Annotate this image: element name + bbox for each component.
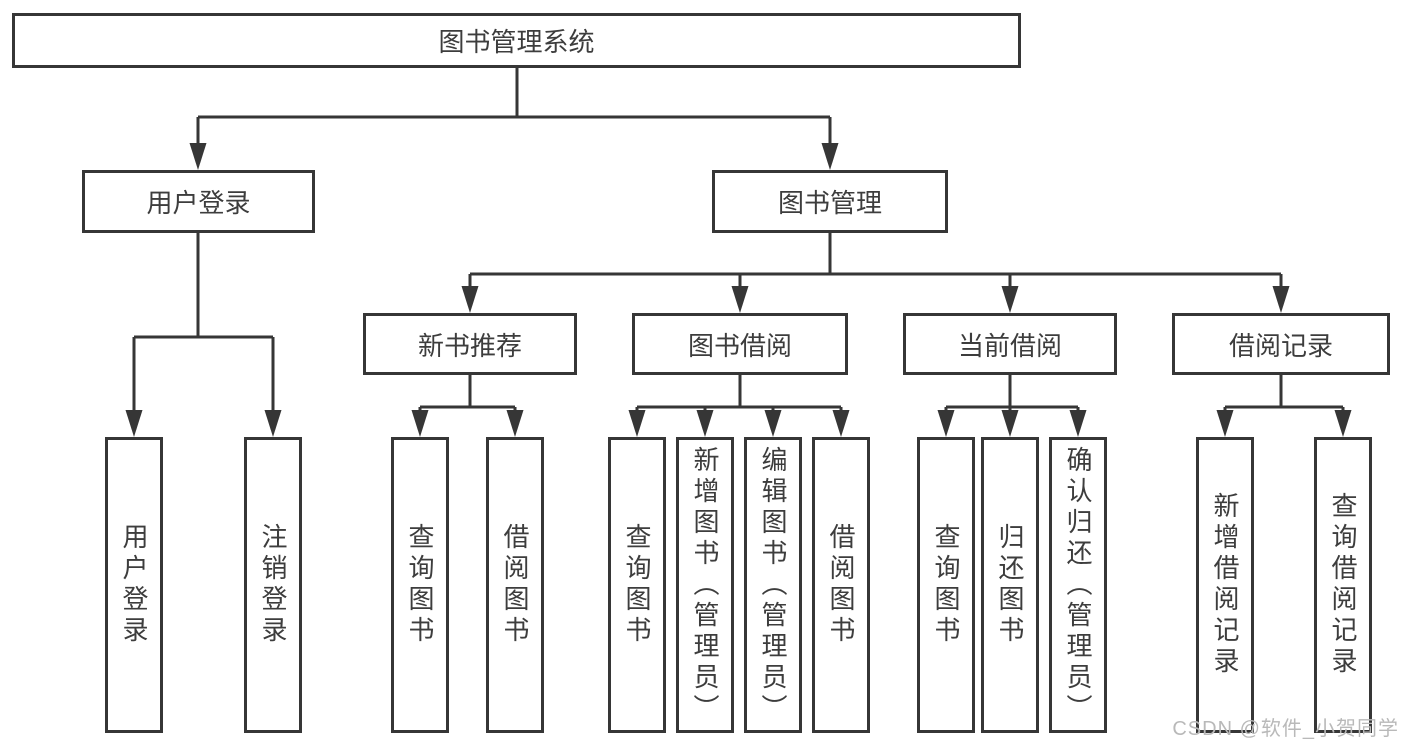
arrowhead-book-borrow bbox=[731, 286, 749, 313]
leaf-br-add-record: 新增借阅记录 bbox=[1196, 437, 1254, 733]
node-user-login-label: 用户登录 bbox=[146, 188, 251, 218]
leaf-nbr-query-books: 查询图书 bbox=[391, 437, 449, 733]
arrowhead-leaf-user-login bbox=[125, 410, 143, 437]
node-new-book-recommend-label: 新书推荐 bbox=[417, 330, 522, 361]
leaf-cb-confirm-return-admin-label: 确认归还（管理员） bbox=[1063, 445, 1093, 725]
leaf-user-login-label: 用户登录 bbox=[119, 523, 149, 647]
csdn-watermark: CSDN @软件_小贺同学 bbox=[1172, 718, 1399, 740]
node-borrow-records-label: 借阅记录 bbox=[1228, 330, 1333, 361]
edge-book-borrow-to-leaves bbox=[635, 375, 843, 412]
arrowhead-br-add-record bbox=[1216, 410, 1234, 437]
leaf-br-query-record-label: 查询借阅记录 bbox=[1328, 492, 1358, 678]
arrowhead-nbr-borrow-books bbox=[506, 410, 524, 437]
leaf-nbr-borrow-books: 借阅图书 bbox=[486, 437, 544, 733]
arrowhead-bb-borrow-books bbox=[832, 410, 850, 437]
arrowhead-cb-return-books bbox=[1001, 410, 1019, 437]
arrowhead-nbr-query-books bbox=[411, 410, 429, 437]
arrowhead-borrow-records bbox=[1272, 286, 1290, 313]
node-borrow-records: 借阅记录 bbox=[1172, 313, 1390, 375]
leaf-br-add-record-label: 新增借阅记录 bbox=[1210, 492, 1240, 678]
node-book-management: 图书管理 bbox=[712, 170, 948, 233]
leaf-bb-add-books-admin-label: 新增图书（管理员） bbox=[690, 445, 720, 725]
leaf-cb-query-books: 查询图书 bbox=[917, 437, 975, 733]
leaf-bb-add-books-admin: 新增图书（管理员） bbox=[676, 437, 734, 733]
node-book-management-label: 图书管理 bbox=[777, 188, 882, 218]
leaf-bb-borrow-books-label: 借阅图书 bbox=[826, 523, 856, 647]
leaf-cb-confirm-return-admin: 确认归还（管理员） bbox=[1049, 437, 1107, 733]
arrowhead-book-management bbox=[821, 143, 839, 170]
edge-borrow-records-to-leaves bbox=[1223, 375, 1345, 412]
node-user-login: 用户登录 bbox=[82, 170, 315, 233]
leaf-cb-return-books-label: 归还图书 bbox=[995, 523, 1025, 647]
arrowhead-bb-query-books bbox=[628, 410, 646, 437]
node-book-borrow: 图书借阅 bbox=[632, 313, 848, 375]
arrowhead-leaf-logout bbox=[264, 410, 282, 437]
edge-new-book-recommend-to-leaves bbox=[418, 375, 517, 412]
leaf-cb-query-books-label: 查询图书 bbox=[931, 523, 961, 647]
arrowhead-current-borrow bbox=[1001, 286, 1019, 313]
arrowhead-cb-query-books bbox=[937, 410, 955, 437]
leaf-nbr-borrow-books-label: 借阅图书 bbox=[500, 523, 530, 647]
node-current-borrow: 当前借阅 bbox=[903, 313, 1117, 375]
leaf-logout-label: 注销登录 bbox=[258, 523, 288, 647]
arrowhead-user-login bbox=[189, 143, 207, 170]
leaf-bb-query-books-label: 查询图书 bbox=[622, 523, 652, 647]
leaf-user-login: 用户登录 bbox=[105, 437, 163, 733]
arrowhead-new-book-recommend bbox=[461, 286, 479, 313]
leaf-bb-edit-books-admin: 编辑图书（管理员） bbox=[744, 437, 802, 733]
node-new-book-recommend: 新书推荐 bbox=[363, 313, 577, 375]
leaf-nbr-query-books-label: 查询图书 bbox=[405, 523, 435, 647]
edge-root-to-level2 bbox=[196, 67, 832, 146]
leaf-cb-return-books: 归还图书 bbox=[981, 437, 1039, 733]
edge-current-borrow-to-leaves bbox=[944, 375, 1080, 412]
arrowhead-cb-confirm-return bbox=[1069, 410, 1087, 437]
leaf-bb-query-books: 查询图书 bbox=[608, 437, 666, 733]
arrowhead-bb-add-books bbox=[696, 410, 714, 437]
leaf-bb-edit-books-admin-label: 编辑图书（管理员） bbox=[758, 445, 788, 725]
arrowhead-bb-edit-books bbox=[764, 410, 782, 437]
node-root-label: 图书管理系统 bbox=[438, 27, 595, 57]
node-root: 图书管理系统 bbox=[12, 13, 1021, 68]
edge-book-management-to-level3 bbox=[468, 233, 1283, 290]
leaf-br-query-record: 查询借阅记录 bbox=[1314, 437, 1372, 733]
edge-user-login-to-leaves bbox=[132, 233, 275, 414]
node-current-borrow-label: 当前借阅 bbox=[957, 330, 1062, 361]
leaf-bb-borrow-books: 借阅图书 bbox=[812, 437, 870, 733]
arrowhead-br-query-record bbox=[1334, 410, 1352, 437]
node-book-borrow-label: 图书借阅 bbox=[687, 330, 792, 361]
leaf-logout: 注销登录 bbox=[244, 437, 302, 733]
